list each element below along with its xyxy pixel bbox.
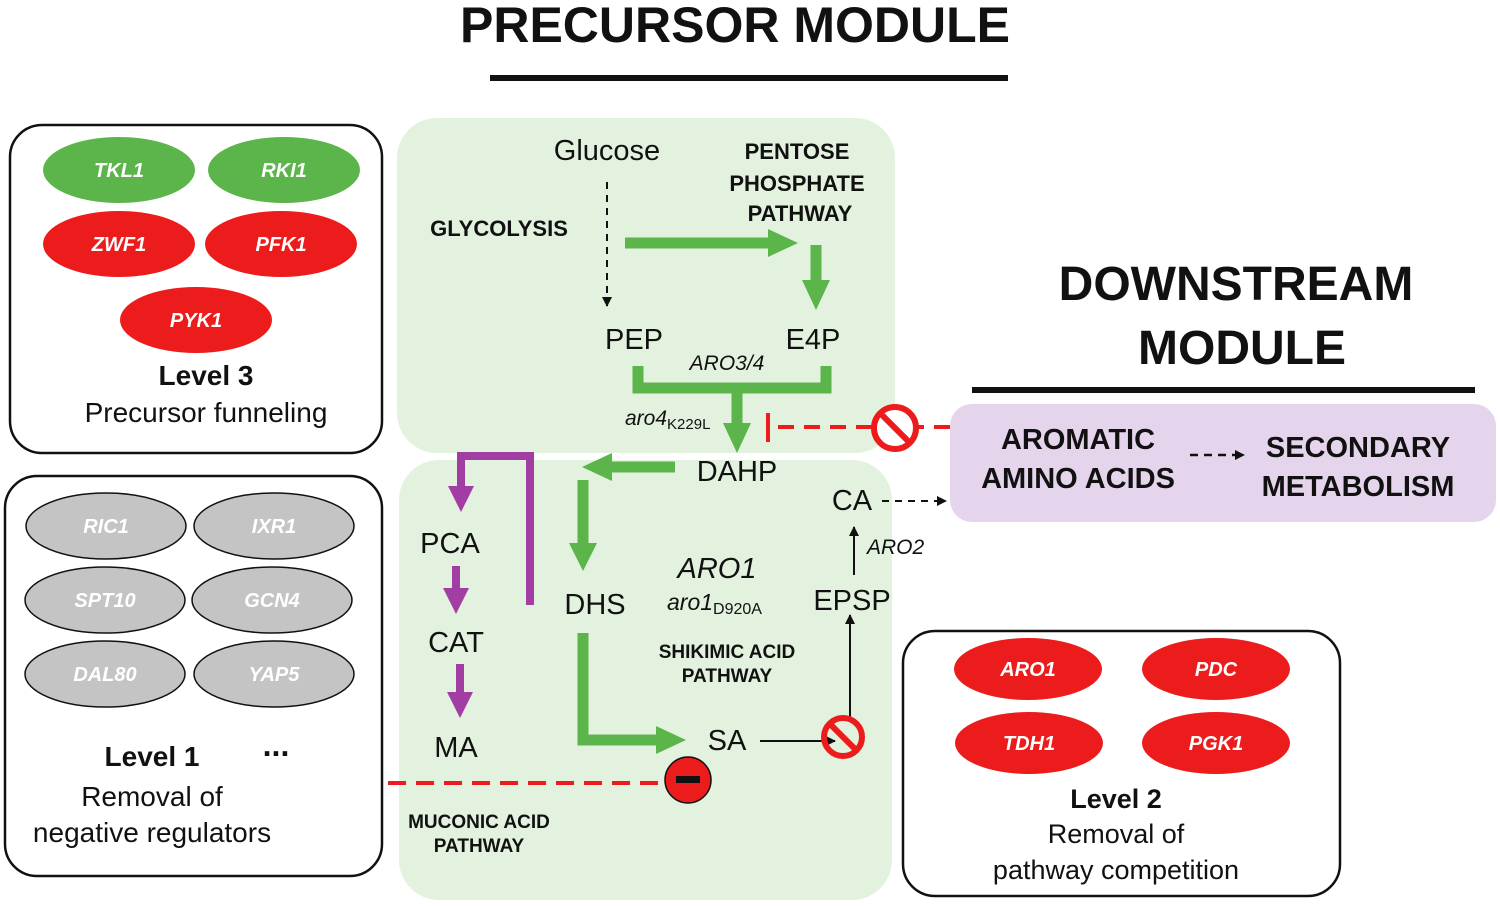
muconic-pathway-line2: PATHWAY bbox=[434, 836, 525, 857]
dahp-label: DAHP bbox=[697, 456, 778, 488]
gene-pgk1 bbox=[1142, 712, 1290, 774]
gene-dal80 bbox=[24, 640, 186, 708]
ca-label: CA bbox=[832, 485, 873, 517]
gene-yap5-label: YAP5 bbox=[249, 664, 301, 686]
aro2-label: ARO2 bbox=[865, 536, 925, 559]
glucose-to-e4p-green-arrow bbox=[625, 229, 830, 310]
gene-tdh1-label: TDH1 bbox=[1003, 733, 1055, 755]
dahp-left-green-arrow bbox=[582, 453, 675, 481]
gene-pdc bbox=[1142, 638, 1290, 700]
precursor-module-title: PRECURSOR MODULE bbox=[460, 0, 1010, 53]
sa-label: SA bbox=[708, 725, 747, 757]
pca-to-cat-purple-arrow bbox=[443, 566, 469, 614]
level3-subtitle: Precursor funneling bbox=[85, 397, 328, 428]
aro4-k229l-label: aro4K229L bbox=[625, 407, 710, 433]
glucose-label: Glucose bbox=[554, 135, 660, 167]
svg-text:aro1D920A: aro1D920A bbox=[667, 589, 762, 618]
aromatic-amino-acids-line1: AROMATIC bbox=[1001, 424, 1155, 456]
gene-aro1 bbox=[954, 638, 1102, 700]
dahp-to-pca-purple-arrow bbox=[448, 452, 534, 605]
gene-tdh1 bbox=[955, 712, 1103, 774]
gene-tkl1-label: TKL1 bbox=[94, 160, 144, 182]
ppp-label-line2: PHOSPHATE bbox=[729, 171, 864, 196]
gene-rki1-label: RKI1 bbox=[261, 160, 307, 182]
epsp-label: EPSP bbox=[813, 585, 890, 617]
gene-gcn4-label: GCN4 bbox=[244, 590, 300, 612]
shikimate-pathway-box bbox=[399, 460, 892, 900]
gene-zwf1-label: ZWF1 bbox=[91, 234, 146, 256]
gene-dal80-label: DAL80 bbox=[73, 664, 136, 686]
muconic-pathway-line1: MUCONIC ACID bbox=[408, 812, 550, 833]
gene-tkl1 bbox=[43, 137, 195, 203]
level2-subtitle-line2: pathway competition bbox=[993, 855, 1239, 885]
gene-spt10-label: SPT10 bbox=[74, 590, 135, 612]
no-sign-icon bbox=[821, 715, 865, 759]
level3-gene-list: TKL1 RKI1 ZWF1 PFK1 PYK1 bbox=[43, 137, 360, 353]
gene-pyk1 bbox=[120, 287, 272, 353]
ppp-label-line3: PATHWAY bbox=[748, 201, 853, 226]
glycolysis-label: GLYCOLYSIS bbox=[430, 216, 568, 241]
level1-ellipsis: ... bbox=[263, 727, 290, 763]
aromatic-amino-acids-line2: AMINO ACIDS bbox=[981, 463, 1175, 495]
gene-pfk1 bbox=[205, 211, 357, 277]
gene-ric1 bbox=[25, 492, 187, 560]
cat-to-ma-purple-arrow bbox=[447, 664, 473, 718]
cat-label: CAT bbox=[428, 627, 484, 659]
precursor-pathway-box bbox=[397, 118, 895, 453]
downstream-box bbox=[950, 404, 1496, 522]
e4p-label: E4P bbox=[786, 324, 841, 356]
gene-gcn4 bbox=[191, 566, 353, 634]
level3-title: Level 3 bbox=[159, 360, 254, 391]
gene-ixr1-label: IXR1 bbox=[252, 516, 296, 538]
downstream-title-line1: DOWNSTREAM bbox=[1059, 258, 1414, 311]
svg-text:aro4K229L: aro4K229L bbox=[625, 407, 710, 433]
gene-pgk1-label: PGK1 bbox=[1189, 733, 1243, 755]
ppp-label-line1: PENTOSE bbox=[745, 139, 850, 164]
aro1-d920a-label: aro1D920A bbox=[667, 589, 762, 618]
no-sign-icon bbox=[871, 404, 919, 452]
dhs-to-sa-green-arrow bbox=[577, 633, 686, 754]
gene-ixr1 bbox=[193, 492, 355, 560]
minus-icon bbox=[664, 756, 712, 804]
downstream-title-line2: MODULE bbox=[1138, 322, 1346, 375]
level1-title: Level 1 bbox=[105, 741, 200, 772]
level1-gene-list: RIC1 IXR1 SPT10 GCN4 DAL80 YAP5 bbox=[24, 492, 355, 708]
gene-aro1-label: ARO1 bbox=[999, 659, 1056, 681]
shikimic-pathway-line1: SHIKIMIC ACID bbox=[659, 642, 796, 663]
gene-pyk1-label: PYK1 bbox=[170, 310, 222, 332]
level1-subtitle-line2: negative regulators bbox=[33, 817, 271, 848]
ma-label: MA bbox=[434, 732, 478, 764]
gene-spt10 bbox=[24, 566, 186, 634]
secondary-metabolism-line1: SECONDARY bbox=[1266, 432, 1450, 464]
gene-pfk1-label: PFK1 bbox=[255, 234, 306, 256]
gene-pdc-label: PDC bbox=[1195, 659, 1238, 681]
level2-title: Level 2 bbox=[1070, 784, 1162, 814]
dhs-label: DHS bbox=[564, 589, 625, 621]
aro1-label: ARO1 bbox=[676, 553, 757, 585]
level2-subtitle-line1: Removal of bbox=[1048, 819, 1185, 849]
pca-label: PCA bbox=[420, 528, 480, 560]
pep-label: PEP bbox=[605, 324, 663, 356]
secondary-metabolism-line2: METABOLISM bbox=[1262, 471, 1455, 503]
shikimic-pathway-line2: PATHWAY bbox=[682, 666, 773, 687]
pep-e4p-to-dahp-green-arrow bbox=[632, 366, 832, 453]
gene-rki1 bbox=[208, 137, 360, 203]
aro34-label: ARO3/4 bbox=[688, 352, 765, 375]
gene-zwf1 bbox=[43, 211, 195, 277]
to-dhs-green-arrow bbox=[569, 480, 597, 571]
gene-yap5 bbox=[193, 640, 355, 708]
gene-ric1-label: RIC1 bbox=[83, 516, 129, 538]
level1-subtitle-line1: Removal of bbox=[81, 781, 223, 812]
level2-gene-list: ARO1 PDC TDH1 PGK1 bbox=[954, 638, 1290, 774]
feedback-inhibition-line bbox=[766, 413, 950, 442]
